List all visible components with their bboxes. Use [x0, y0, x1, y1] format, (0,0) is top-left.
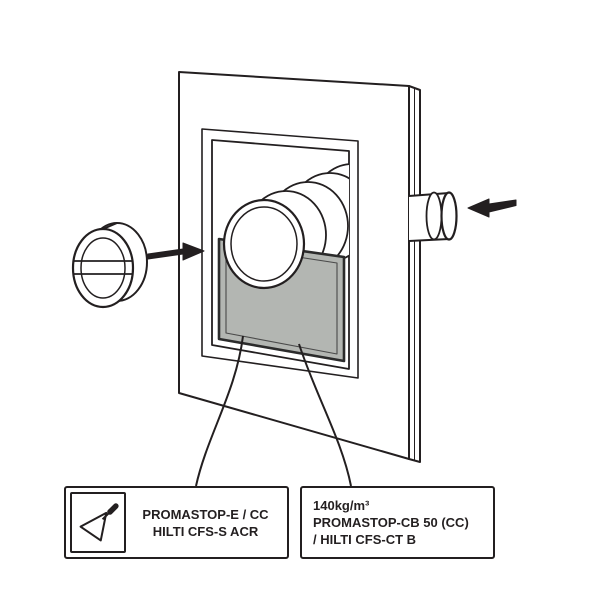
trowel-icon	[70, 492, 126, 553]
arrow-left-icon	[467, 198, 517, 218]
callout-board-line-2: PROMASTOP-CB 50 (CC)	[313, 515, 469, 530]
leader-line-left	[195, 335, 244, 487]
callout-sealant-line-1: PROMASTOP-E / CC	[142, 506, 269, 522]
callout-board-line-1: 140kg/m³	[313, 498, 370, 513]
opening-frame-line	[201, 128, 359, 379]
duct-stub-right	[408, 191, 458, 242]
callout-sealant-text: PROMASTOP-E / CC HILTI CFS-S ACR	[130, 488, 287, 557]
collar-inner-ring	[80, 237, 126, 299]
callout-board-text: 140kg/m³ PROMASTOP-CB 50 (CC) / HILTI CF…	[302, 488, 493, 557]
duct-front-end	[222, 198, 306, 290]
trowel-icon-art	[79, 502, 119, 541]
duct-front-inner-ring	[230, 206, 298, 282]
duct-stub-rib	[425, 191, 443, 241]
duct-collar-piece	[71, 222, 148, 309]
duct-stub-bottom-line	[408, 238, 450, 242]
callout-board-line-3: / HILTI CFS-CT B	[313, 532, 417, 547]
duct-stub-end-rim	[440, 191, 458, 241]
callout-sealant: PROMASTOP-E / CC HILTI CFS-S ACR	[64, 486, 289, 559]
duct-front-rim	[222, 198, 306, 290]
arrow-right-icon	[147, 242, 205, 261]
duct-stub-top-line	[408, 192, 450, 197]
collar-front-rim	[71, 227, 135, 309]
callout-sealant-line-2: HILTI CFS-S ACR	[152, 523, 259, 539]
callout-board: 140kg/m³ PROMASTOP-CB 50 (CC) / HILTI CF…	[300, 486, 495, 559]
leader-line-right	[298, 343, 352, 487]
